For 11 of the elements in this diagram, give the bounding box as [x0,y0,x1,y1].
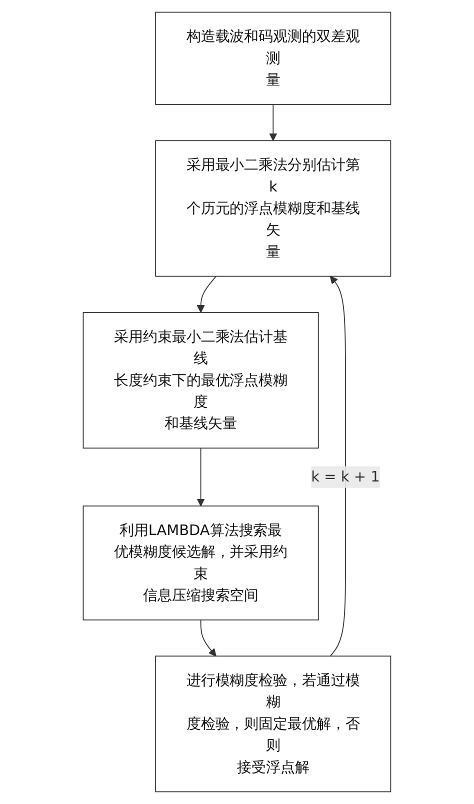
edge-label: k = k + 1 [311,468,380,486]
arrow [196,448,205,506]
node-box: 进行模糊度检验，若通过模糊度检验，则固定最优解，否则接受浮点解 [155,656,392,792]
node-box: 构造载波和码观测的双差观测量 [155,12,392,105]
arrow [269,104,278,141]
arrow [200,619,216,656]
node-box: 采用约束最小二乘法估计基线长度约束下的最优浮点模糊度和基线矢量 [82,312,319,449]
node-box: 采用最小二乘法分别估计第k个历元的浮点模糊度和基线矢量 [155,140,392,277]
arrow [196,276,217,313]
node-box: 利用LAMBDA算法搜索最优模糊度候选解，并采用约束信息压缩搜索空间 [82,506,319,620]
arrow [330,276,346,657]
